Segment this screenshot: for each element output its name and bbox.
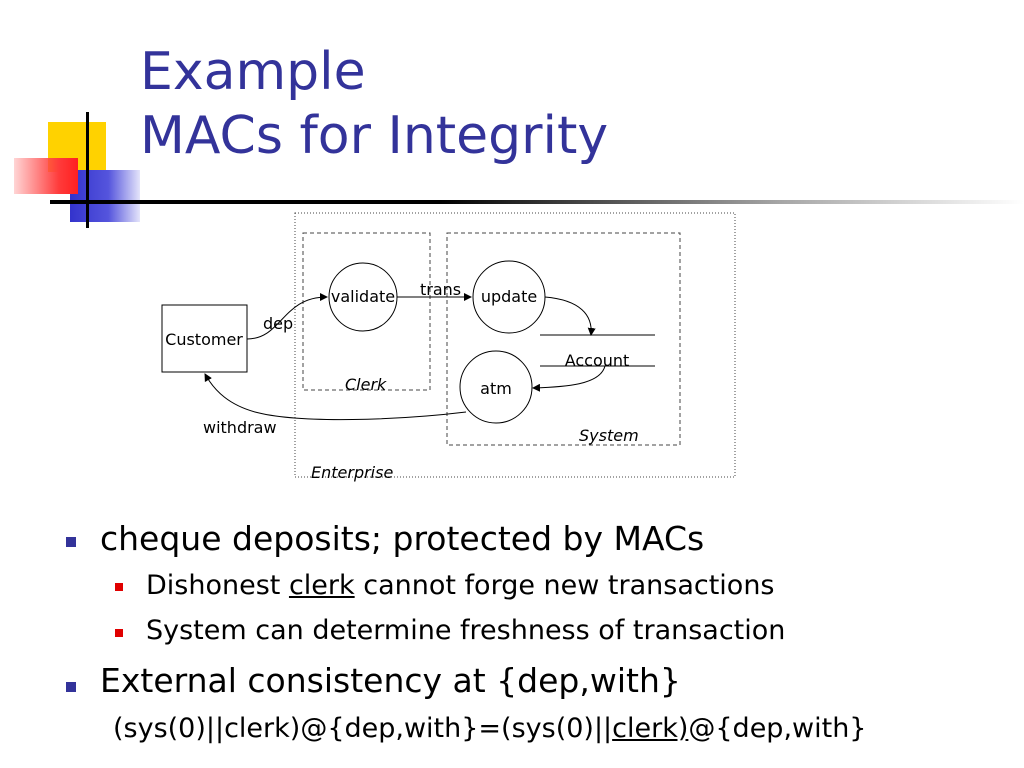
system-label: System <box>579 426 639 445</box>
system-boundary <box>446 232 681 446</box>
slide-title: Example MACs for Integrity <box>140 40 608 168</box>
title-line-1: Example <box>140 42 366 102</box>
sub-bullet-1-post: cannot forge new transactions <box>354 570 775 601</box>
atm-label: atm <box>480 379 512 398</box>
sub-bullet-marker <box>115 583 123 591</box>
atm-process <box>459 350 533 424</box>
clerk-label: Clerk <box>345 375 387 394</box>
account-label: Account <box>565 351 630 370</box>
clerk-boundary <box>302 232 431 391</box>
customer-label: Customer <box>165 330 243 349</box>
formula-post: @{dep,with} <box>688 713 867 744</box>
bullet-item-2: External consistency at {dep,with} <box>100 661 681 700</box>
bullet-marker <box>66 537 76 547</box>
formula-line: (sys(0)||clerk)@{dep,with}=(sys(0)||cler… <box>113 713 867 744</box>
bullet-marker <box>66 682 76 692</box>
enterprise-boundary <box>294 212 736 478</box>
sub-bullet-1: Dishonest clerk cannot forge new transac… <box>146 570 775 601</box>
withdraw-flow <box>204 373 467 421</box>
decoration-red-square <box>14 158 78 194</box>
title-line-2: MACs for Integrity <box>140 106 609 166</box>
trans-label: trans <box>420 280 461 299</box>
account-to-atm-flow <box>532 365 606 392</box>
enterprise-label: Enterprise <box>311 463 393 482</box>
decoration-blue-square <box>70 170 140 222</box>
withdraw-label: withdraw <box>203 418 277 437</box>
bullet-item-1: cheque deposits; protected by MACs <box>100 519 705 558</box>
dep-flow <box>246 293 328 340</box>
dep-label: dep <box>263 314 293 333</box>
update-label: update <box>481 287 537 306</box>
update-to-account-flow <box>544 296 596 336</box>
validate-label: validate <box>331 287 395 306</box>
sub-bullet-1-clerk: clerk <box>288 570 355 601</box>
decoration-vertical-line <box>86 112 89 228</box>
sub-bullet-marker <box>115 629 123 637</box>
title-rule <box>50 200 1024 204</box>
sub-bullet-1-pre: Dishonest <box>146 570 289 601</box>
sub-bullet-2: System can determine freshness of transa… <box>146 615 786 646</box>
formula-clerk: clerk) <box>612 713 689 744</box>
formula-pre: (sys(0)||clerk)@{dep,with}=(sys(0)|| <box>113 713 613 744</box>
